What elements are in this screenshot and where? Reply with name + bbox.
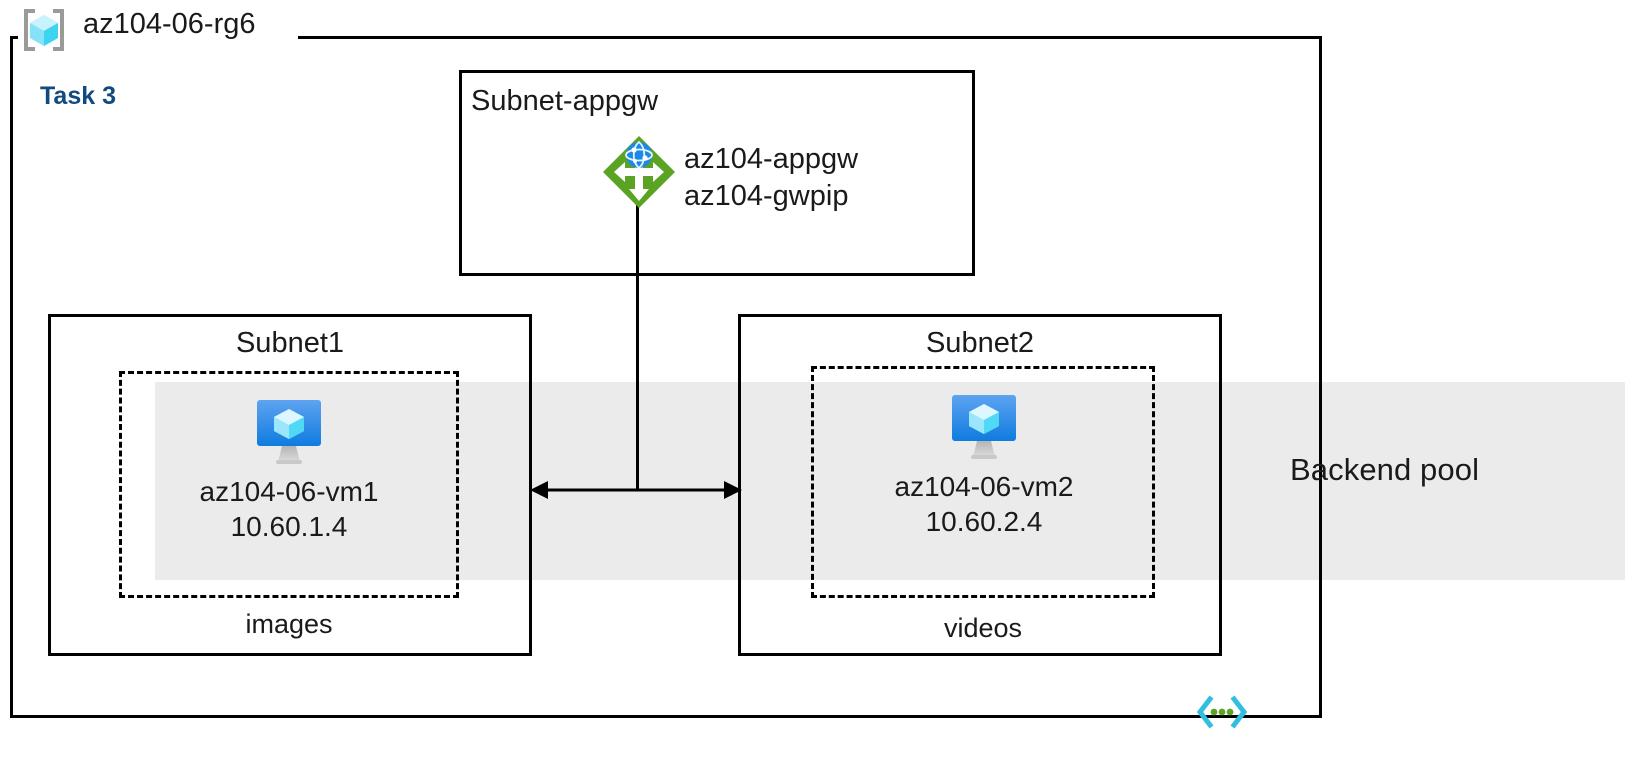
resource-group-cube-icon (20, 6, 68, 54)
appgw-name: az104-appgw (684, 143, 859, 175)
subnet1-boundary (48, 314, 532, 656)
backend-pool-band (155, 382, 1625, 580)
vm1-ip-address: 10.60.1.4 (230, 511, 348, 542)
subnet1-nic-group (119, 371, 459, 598)
subnet-interconnect-arrow (528, 470, 744, 510)
resource-group-boundary (10, 36, 1322, 718)
resource-group-title-gap (18, 28, 298, 46)
vm1-node: az104-06-vm1 10.60.1.4 (160, 398, 418, 544)
subnet1-label: Subnet1 (235, 327, 345, 359)
subnet-appgw-boundary (459, 70, 975, 276)
vm2-node: az104-06-vm2 10.60.2.4 (855, 393, 1113, 539)
vm2-name: az104-06-vm2 (894, 471, 1074, 502)
resource-group-title: az104-06-rg6 (83, 8, 256, 40)
appgw-to-backend-connector (636, 200, 639, 490)
vm2-ip-address: 10.60.2.4 (925, 506, 1043, 537)
vm1-name: az104-06-vm1 (199, 476, 379, 507)
backend-pool-label: Backend pool (1290, 452, 1480, 487)
subnet2-boundary (738, 314, 1222, 656)
virtual-network-icon (1196, 693, 1248, 731)
virtual-machine-icon (252, 398, 326, 468)
subnet2-label: Subnet2 (925, 327, 1035, 359)
virtual-machine-icon (947, 393, 1021, 463)
subnet1-service-label: images (245, 609, 333, 639)
subnet-appgw-label: Subnet-appgw (471, 85, 659, 117)
appgw-public-ip-name: az104-gwpip (684, 179, 849, 212)
subnet2-nic-group (811, 366, 1155, 598)
application-gateway-icon (600, 133, 678, 211)
subnet2-service-label: videos (943, 613, 1023, 643)
task-label: Task 3 (40, 82, 116, 110)
application-gateway-labels: az104-appgw az104-gwpip (684, 141, 858, 214)
